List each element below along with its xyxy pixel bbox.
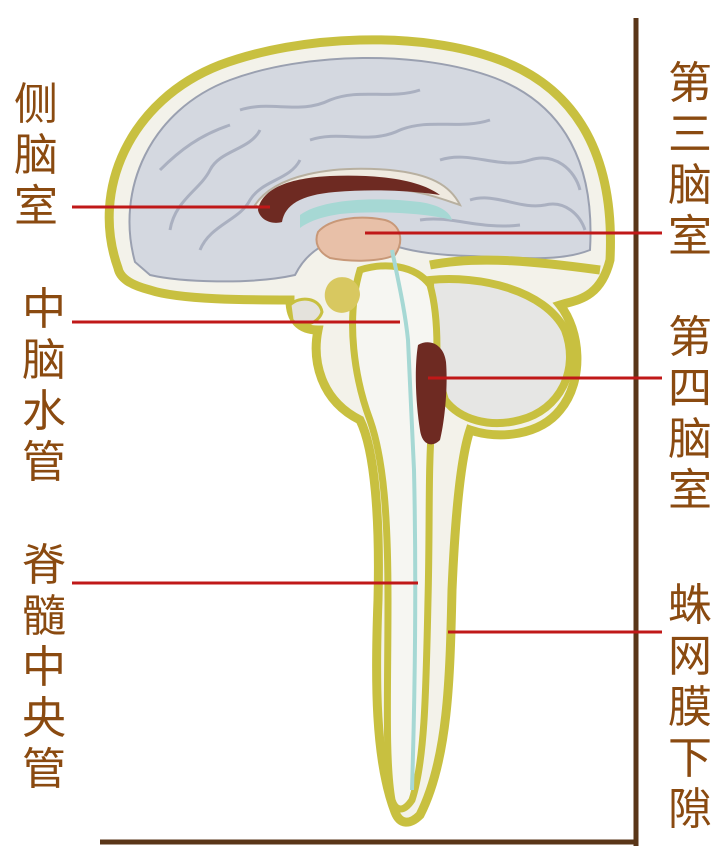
label-fourth-ventricle: 第四脑室: [668, 312, 712, 516]
midbrain-cistern: [324, 277, 360, 313]
label-central-canal: 脊髓中央管: [22, 540, 66, 795]
fourth-ventricle-shape: [415, 342, 447, 445]
label-lateral-ventricle: 侧脑室: [14, 79, 58, 232]
ventricle-blue-band: [300, 199, 452, 228]
tentorium: [429, 255, 601, 275]
label-subarachnoid-space: 蛛网膜下隙: [668, 580, 712, 835]
third-ventricle-shape: [315, 216, 402, 262]
central-canal-line: [390, 249, 418, 791]
lateral-ventricle-shape: [258, 175, 440, 223]
gyri-texture: [158, 88, 587, 251]
label-cerebral-aqueduct: 中脑水管: [22, 284, 66, 488]
label-third-ventricle: 第三脑室: [668, 58, 712, 262]
